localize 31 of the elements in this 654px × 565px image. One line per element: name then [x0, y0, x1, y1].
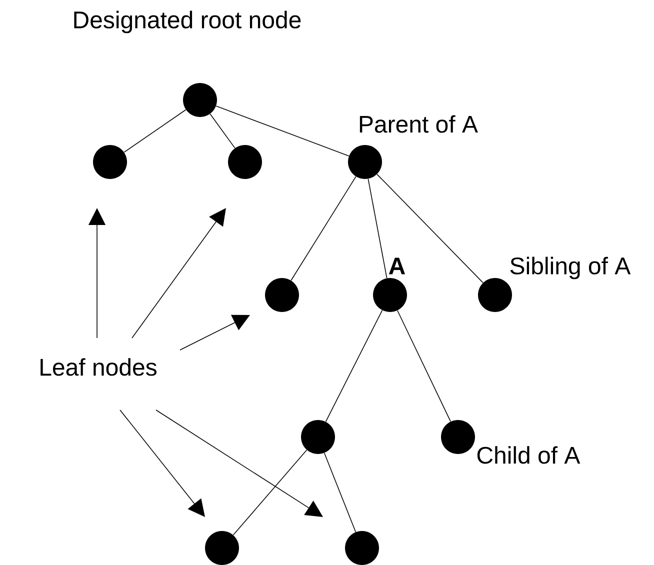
tree-edge [290, 176, 356, 281]
tree-node [345, 530, 379, 565]
tree-node [265, 278, 299, 312]
tree-edge [232, 450, 308, 536]
node-label: A [388, 258, 406, 274]
tree-node [441, 420, 475, 454]
tree-edge [124, 109, 186, 153]
tree-node [301, 420, 335, 454]
node-label: Leaf nodes [40, 358, 156, 376]
node-label: Sibling of A [510, 256, 631, 280]
tree-node [348, 145, 382, 179]
arrow [120, 410, 205, 517]
node-label: Parent of A [360, 115, 478, 133]
tree-node [373, 278, 407, 312]
tree-edge [368, 178, 388, 278]
node-label: Child of A [477, 446, 580, 464]
tree-edge [216, 106, 350, 156]
tree-edge [325, 310, 383, 422]
tree-node [183, 83, 217, 117]
arrow [180, 314, 250, 350]
tree-edge [397, 310, 451, 422]
tree-node [228, 145, 262, 179]
tree-node [478, 278, 512, 312]
tree-edge [324, 452, 356, 532]
tree-edge [210, 114, 236, 148]
node-label: Designated root node [74, 10, 301, 34]
tree-node [205, 530, 239, 565]
arrow [156, 410, 323, 517]
arrow [132, 208, 226, 338]
tree-edge [376, 174, 484, 284]
tree-node [93, 145, 127, 179]
